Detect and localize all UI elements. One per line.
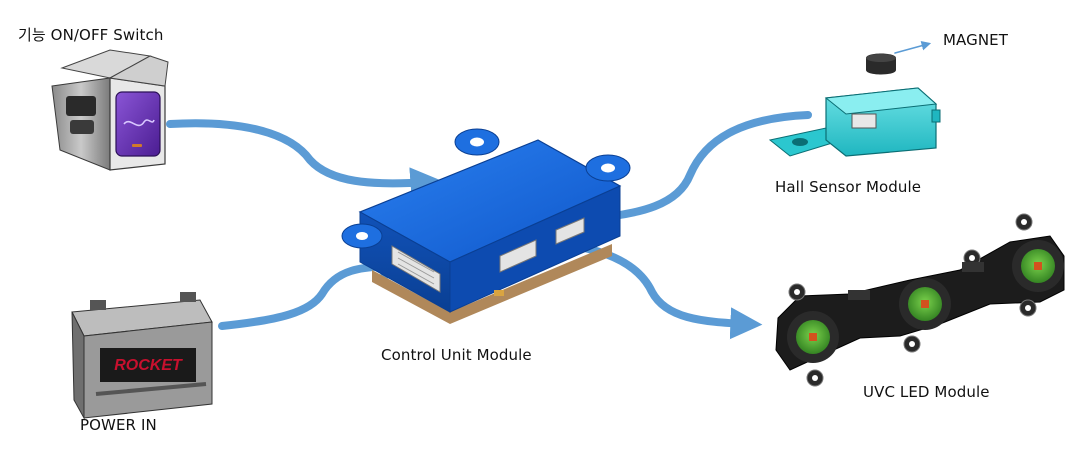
arrow-power-to-control — [218, 250, 413, 330]
label-uvc-led: UVC LED Module — [863, 383, 990, 401]
label-hall-sensor: Hall Sensor Module — [775, 178, 922, 196]
arrow-magnet-label — [894, 41, 932, 54]
label-power-in: POWER IN — [80, 416, 157, 434]
arrow-switch-to-control — [166, 119, 443, 200]
on-off-switch — [51, 49, 169, 171]
label-magnet: MAGNET — [943, 31, 1009, 49]
arrow-hall-to-control — [579, 111, 812, 233]
control-unit — [341, 128, 631, 324]
battery: ROCKET — [71, 292, 213, 420]
battery-brand: ROCKET — [114, 357, 183, 374]
hall-sensor-module — [768, 53, 941, 157]
label-on-off-switch: 기능 ON/OFF Switch — [18, 26, 164, 44]
uvc-led-module — [775, 213, 1065, 387]
label-control-unit: Control Unit Module — [381, 346, 532, 364]
